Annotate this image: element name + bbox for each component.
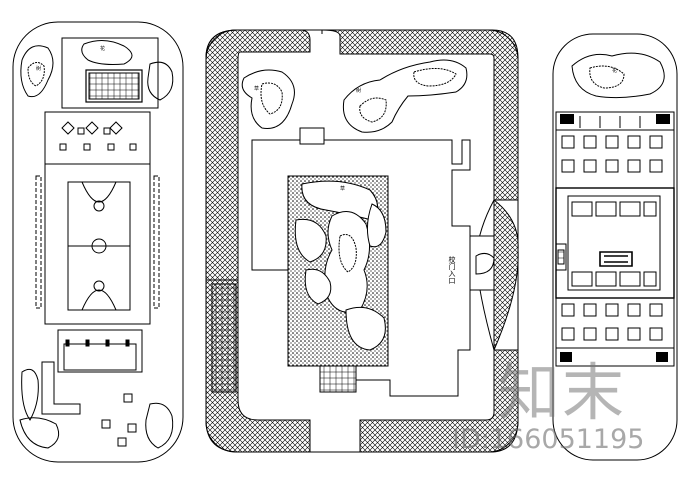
right-top-lawn <box>571 52 665 99</box>
top-left-lawn <box>20 45 54 98</box>
middle-top-left-lawn <box>241 69 295 129</box>
basketball-court-area <box>44 163 151 325</box>
bottom-right-lawn <box>145 402 174 449</box>
plant-label: 树 <box>36 65 41 72</box>
plant-label: 花 <box>100 45 105 52</box>
left-panel-outline <box>12 21 184 463</box>
stage <box>57 329 143 373</box>
center-circle <box>91 238 107 254</box>
fitness-area <box>44 111 151 165</box>
right-hatched-border <box>321 29 519 201</box>
court-benches <box>35 175 160 309</box>
middle-panel: 校门入口 <box>205 29 519 453</box>
fitness-equipment-icons <box>59 121 137 151</box>
left-panel <box>12 21 184 463</box>
watermark-logo: 知末 <box>498 356 627 429</box>
plant-label: 草 <box>254 85 259 92</box>
entrance-vertical-label: 校门入口 <box>448 255 456 284</box>
plant-labels: 树 花 草 树 花 草 <box>36 45 617 192</box>
plant-label: 花 <box>612 67 617 74</box>
courtyard-lawn <box>324 211 370 313</box>
right-panel-outline <box>552 33 678 461</box>
hall-stage-symbol <box>599 251 633 267</box>
watermark-id: ID:166051195 <box>452 424 645 455</box>
bottom-left-lawn <box>21 368 39 421</box>
right-panel <box>552 33 678 461</box>
paved-grid-area <box>211 283 237 393</box>
top-garden-plot <box>61 37 159 109</box>
middle-top-right-lawn <box>342 59 468 133</box>
plant-label: 草 <box>340 185 345 192</box>
top-right-lawn <box>81 40 133 65</box>
l-shaped-bench <box>41 361 81 415</box>
plant-label: 树 <box>356 87 361 94</box>
tennis-court <box>85 69 143 103</box>
